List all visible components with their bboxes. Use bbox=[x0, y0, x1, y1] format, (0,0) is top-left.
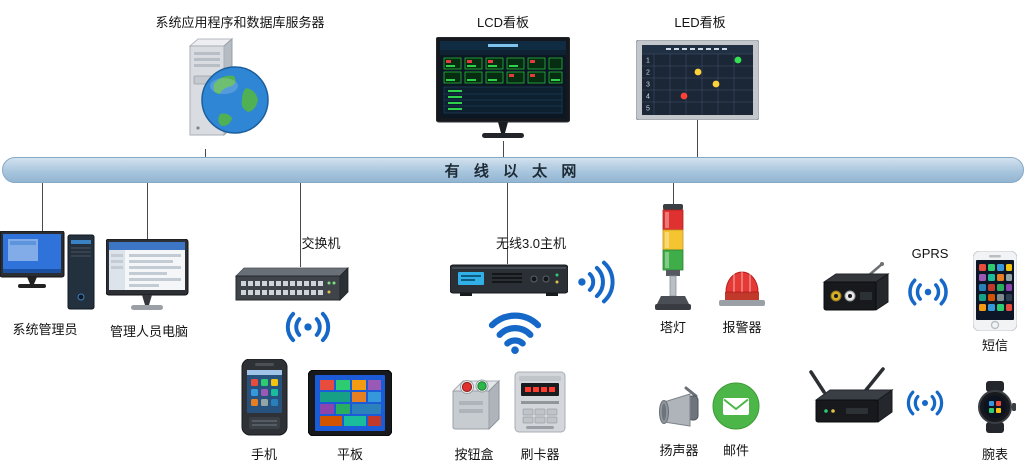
gprs-box-icon bbox=[822, 262, 890, 311]
speaker-label: 扬声器 bbox=[659, 443, 699, 458]
smartwatch-icon bbox=[978, 381, 1016, 433]
card-reader-icon bbox=[514, 371, 566, 433]
tablet-icon bbox=[308, 370, 392, 436]
tablet-label: 平板 bbox=[336, 447, 364, 462]
system-admin-label: 系统管理员 bbox=[12, 322, 78, 337]
email bbox=[712, 382, 760, 430]
connector-line bbox=[673, 183, 674, 205]
svg-text:1: 1 bbox=[646, 58, 650, 65]
svg-text:5: 5 bbox=[646, 106, 650, 113]
card-reader-label: 刷卡器 bbox=[520, 447, 560, 462]
system-admin-pc bbox=[0, 231, 95, 316]
rack-host-icon bbox=[450, 264, 568, 296]
svg-text:3: 3 bbox=[646, 82, 650, 89]
smartphone-icon bbox=[973, 251, 1017, 331]
manager-pc-label: 管理人员电脑 bbox=[109, 324, 189, 339]
email-icon bbox=[712, 382, 760, 430]
switch-icon bbox=[235, 267, 349, 301]
speaker bbox=[656, 384, 702, 432]
wired-ethernet-bus: 有 线 以 太 网 bbox=[2, 157, 1024, 183]
connector-line bbox=[300, 183, 301, 267]
phone-label: 手机 bbox=[250, 447, 278, 462]
led-board: 1 2 3 4 5 bbox=[636, 40, 759, 120]
horn-speaker-icon bbox=[659, 386, 699, 427]
tower-light-icon bbox=[655, 204, 691, 310]
email-label: 邮件 bbox=[722, 443, 750, 458]
smartwatch bbox=[972, 381, 1018, 433]
ethernet-switch bbox=[232, 266, 350, 304]
server-globe-icon bbox=[188, 37, 269, 137]
lcd-monitor-icon bbox=[436, 37, 570, 138]
wireless-gateway bbox=[806, 366, 896, 430]
gprs-modem bbox=[816, 262, 892, 318]
desktop-tower-icon bbox=[0, 231, 95, 310]
switch-label: 交换机 bbox=[301, 236, 341, 251]
tower-light-label: 塔灯 bbox=[659, 320, 687, 335]
svg-text:4: 4 bbox=[646, 94, 650, 101]
connector-line bbox=[697, 120, 698, 157]
app-database-server bbox=[168, 36, 274, 150]
tower-light bbox=[655, 204, 691, 314]
led-panel-icon: 1 2 3 4 5 bbox=[636, 40, 759, 120]
wifi-broadcast-icon bbox=[280, 309, 336, 345]
wireless-gateway-icon bbox=[809, 367, 894, 423]
led-board-label: LED看板 bbox=[674, 15, 726, 30]
connector-line bbox=[503, 141, 504, 157]
card-reader bbox=[514, 371, 566, 433]
sms-smartphone bbox=[973, 251, 1017, 331]
mobile-phone bbox=[241, 359, 288, 436]
lcd-board bbox=[436, 37, 570, 141]
alarm-siren bbox=[717, 258, 767, 308]
connector-line bbox=[42, 183, 43, 232]
tablet bbox=[308, 370, 392, 436]
server-label: 系统应用程序和数据库服务器 bbox=[155, 15, 325, 30]
siren-icon bbox=[719, 271, 765, 306]
wired-ethernet-label: 有 线 以 太 网 bbox=[444, 162, 582, 180]
alarm-label: 报警器 bbox=[722, 320, 762, 335]
svg-text:2: 2 bbox=[646, 70, 650, 77]
button-box-label: 按钮盒 bbox=[454, 447, 494, 462]
connector-line bbox=[205, 149, 206, 157]
wireless-host-label: 无线3.0主机 bbox=[495, 236, 567, 251]
desktop-monitor-icon bbox=[106, 239, 189, 310]
button-box bbox=[447, 377, 501, 433]
sms-label: 短信 bbox=[981, 338, 1009, 353]
wifi-icon bbox=[486, 306, 544, 354]
wireless-host bbox=[450, 263, 568, 297]
button-box-icon bbox=[451, 379, 501, 431]
lcd-board-label: LCD看板 bbox=[476, 15, 530, 30]
wifi-broadcast-icon bbox=[902, 386, 948, 420]
wifi-signal-right-icon bbox=[575, 260, 617, 304]
wifi-broadcast-icon bbox=[903, 274, 953, 310]
gprs-label: GPRS bbox=[911, 246, 949, 261]
handheld-phone-icon bbox=[241, 359, 288, 436]
connector-line bbox=[507, 183, 508, 264]
connector-line bbox=[147, 183, 148, 240]
manager-pc bbox=[106, 239, 191, 317]
watch-label: 腕表 bbox=[981, 447, 1009, 462]
